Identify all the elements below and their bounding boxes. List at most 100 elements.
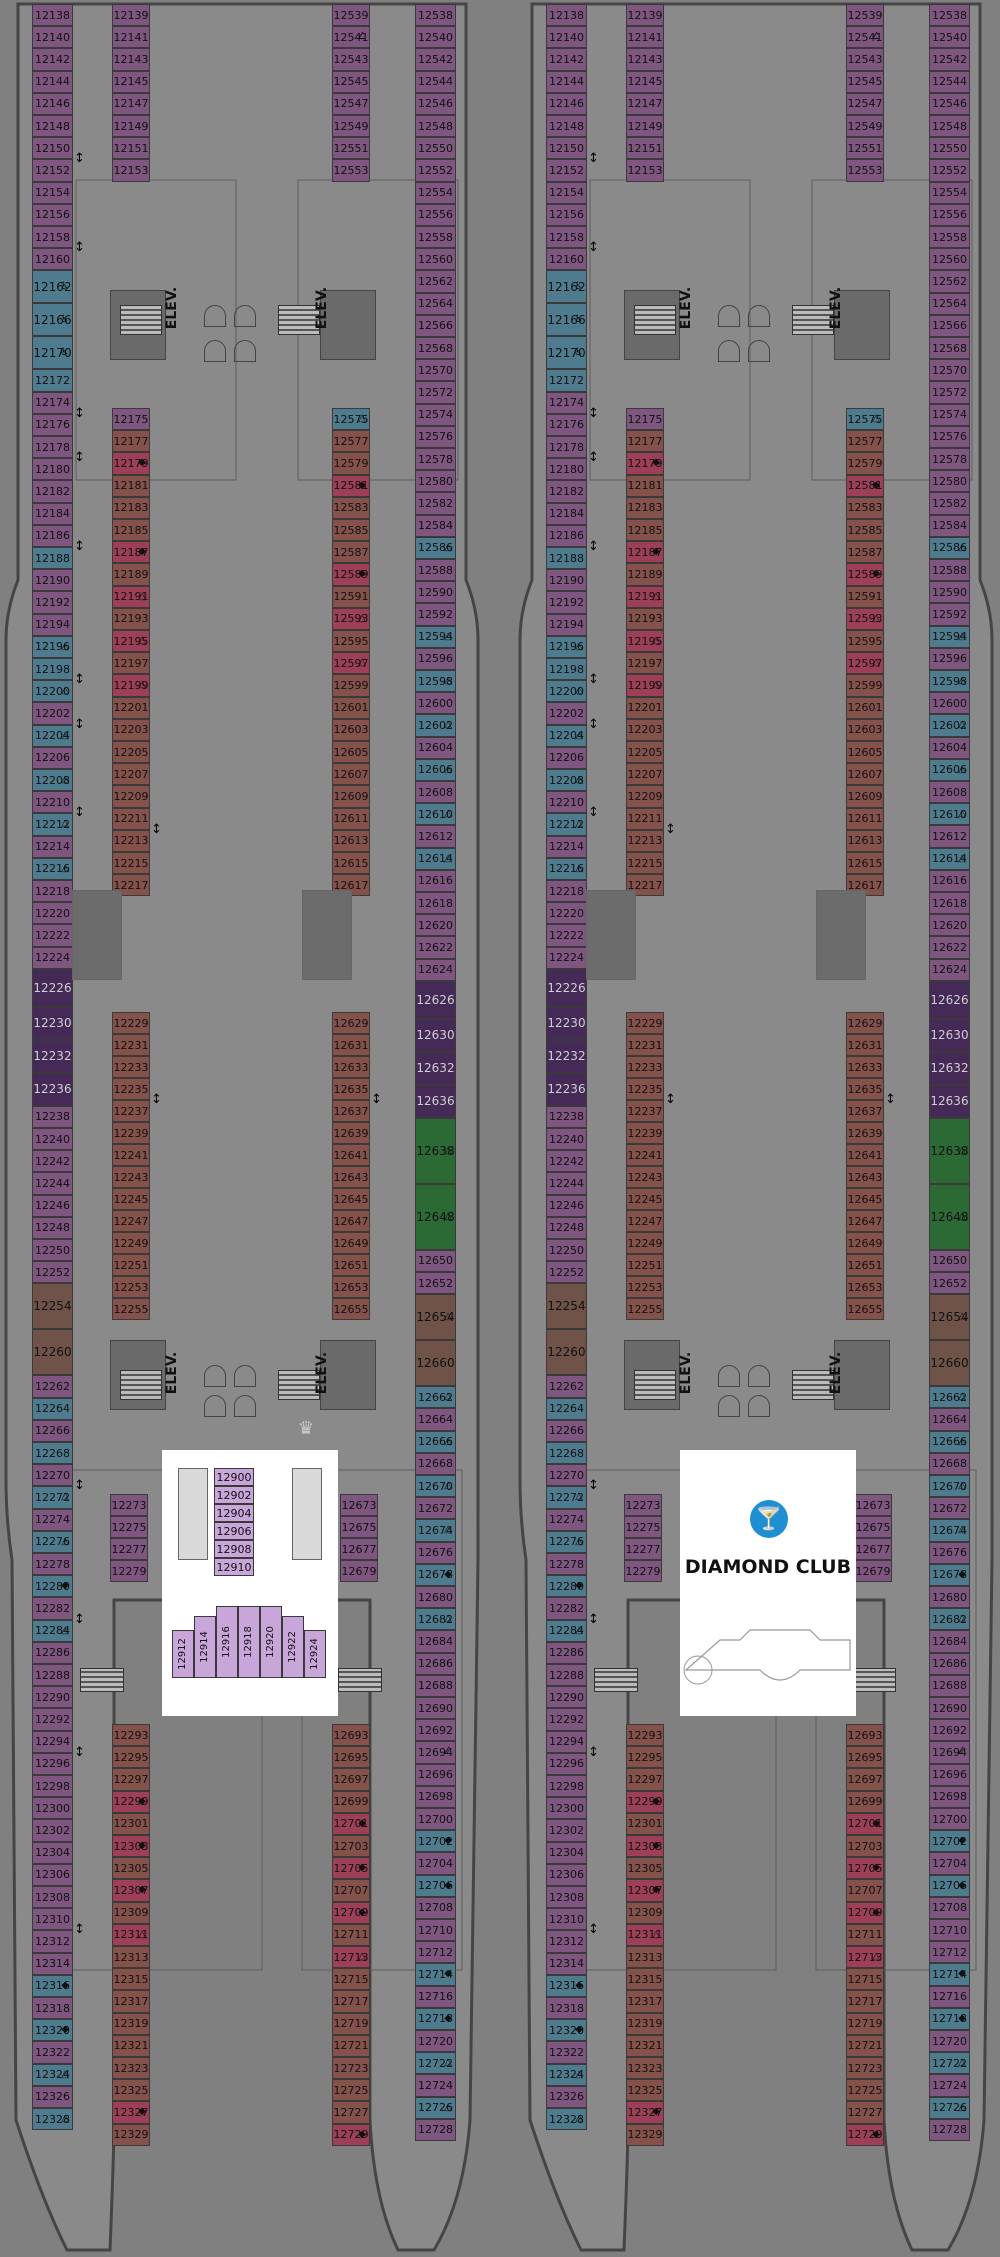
cabin-12245[interactable]: 12245 [626, 1188, 664, 1210]
cabin-12708[interactable]: 12708 [415, 1896, 456, 1919]
cabin-12293[interactable]: 12293 [112, 1724, 150, 1747]
cabin-12286[interactable]: 12286 [32, 1641, 73, 1664]
cabin-12660[interactable]: 12660 [415, 1340, 456, 1387]
cabin-12670[interactable]: 12670△ [415, 1475, 456, 1498]
cabin-12920[interactable]: 12920 [260, 1606, 282, 1678]
cabin-12327[interactable]: 12327◆ [112, 2101, 150, 2124]
cabin-12308[interactable]: 12308 [32, 1886, 73, 1909]
cabin-12191[interactable]: 12191△ [626, 585, 664, 608]
cabin-12199[interactable]: 12199△ [626, 674, 664, 697]
cabin-12649[interactable]: 12649 [332, 1232, 370, 1254]
cabin-12268[interactable]: 12268 [546, 1442, 587, 1465]
cabin-12192[interactable]: 12192 [32, 591, 73, 614]
cabin-12723[interactable]: 12723 [332, 2057, 370, 2080]
cabin-12249[interactable]: 12249 [112, 1232, 150, 1254]
cabin-12189[interactable]: 12189 [112, 563, 150, 586]
cabin-12208[interactable]: 12208△ [546, 769, 587, 792]
cabin-12150[interactable]: 12150 [32, 137, 73, 160]
cabin-12236[interactable]: 12236 [546, 1072, 587, 1106]
cabin-12698[interactable]: 12698 [415, 1785, 456, 1808]
cabin-12692[interactable]: 12692 [929, 1719, 970, 1742]
cabin-12601[interactable]: 12601 [846, 696, 884, 719]
cabin-12637[interactable]: 12637 [846, 1100, 884, 1122]
cabin-12268[interactable]: 12268 [32, 1442, 73, 1465]
cabin-12201[interactable]: 12201 [112, 696, 150, 719]
cabin-12297[interactable]: 12297 [626, 1768, 664, 1791]
cabin-12703[interactable]: 12703 [332, 1835, 370, 1858]
cabin-12674[interactable]: 12674△ [929, 1519, 970, 1542]
cabin-12247[interactable]: 12247 [112, 1210, 150, 1232]
cabin-12707[interactable]: 12707 [846, 1879, 884, 1902]
cabin-12303[interactable]: 12303◆ [626, 1835, 664, 1858]
cabin-12706[interactable]: 12706◆ [415, 1874, 456, 1897]
cabin-12568[interactable]: 12568 [415, 337, 456, 360]
cabin-12214[interactable]: 12214 [546, 835, 587, 858]
cabin-12608[interactable]: 12608 [415, 781, 456, 804]
cabin-12650[interactable]: 12650 [929, 1249, 970, 1272]
cabin-12591[interactable]: 12591 [846, 585, 884, 608]
cabin-12178[interactable]: 12178 [546, 436, 587, 459]
cabin-12172[interactable]: 12172 [32, 369, 73, 392]
cabin-12295[interactable]: 12295 [626, 1746, 664, 1769]
cabin-12668[interactable]: 12668 [415, 1452, 456, 1475]
cabin-12150[interactable]: 12150 [546, 137, 587, 160]
cabin-12255[interactable]: 12255 [112, 1298, 150, 1320]
cabin-12637[interactable]: 12637 [332, 1100, 370, 1122]
cabin-12712[interactable]: 12712 [415, 1941, 456, 1964]
cabin-12721[interactable]: 12721 [846, 2034, 884, 2057]
cabin-12196[interactable]: 12196△ [32, 635, 73, 658]
cabin-12148[interactable]: 12148 [32, 115, 73, 138]
cabin-12574[interactable]: 12574 [415, 403, 456, 426]
cabin-12696[interactable]: 12696 [929, 1763, 970, 1786]
cabin-12686[interactable]: 12686 [415, 1652, 456, 1675]
cabin-12582[interactable]: 12582 [415, 492, 456, 515]
cabin-12203[interactable]: 12203 [626, 718, 664, 741]
cabin-12141[interactable]: 12141 [112, 26, 150, 49]
cabin-12233[interactable]: 12233 [112, 1056, 150, 1078]
cabin-12305[interactable]: 12305 [626, 1857, 664, 1880]
cabin-12308[interactable]: 12308 [546, 1886, 587, 1909]
cabin-12580[interactable]: 12580 [929, 470, 970, 493]
cabin-12715[interactable]: 12715 [846, 1968, 884, 1991]
cabin-12240[interactable]: 12240 [546, 1128, 587, 1151]
cabin-12158[interactable]: 12158 [32, 226, 73, 249]
cabin-12546[interactable]: 12546 [929, 92, 970, 115]
cabin-12199[interactable]: 12199△ [112, 674, 150, 697]
cabin-12232[interactable]: 12232 [32, 1039, 73, 1073]
cabin-12229[interactable]: 12229 [112, 1012, 150, 1034]
cabin-12162[interactable]: 12162♿ [546, 270, 587, 304]
cabin-12724[interactable]: 12724 [415, 2074, 456, 2097]
cabin-12262[interactable]: 12262 [32, 1375, 73, 1398]
cabin-12545[interactable]: 12545 [332, 70, 370, 93]
cabin-12238[interactable]: 12238 [546, 1105, 587, 1128]
cabin-12610[interactable]: 12610△ [929, 803, 970, 826]
cabin-12202[interactable]: 12202 [546, 702, 587, 725]
cabin-12280[interactable]: 12280◆ [546, 1575, 587, 1598]
cabin-12276[interactable]: 12276△ [546, 1530, 587, 1553]
cabin-12718[interactable]: 12718◆ [415, 2007, 456, 2030]
cabin-12908[interactable]: 12908 [214, 1540, 254, 1558]
cabin-12239[interactable]: 12239 [112, 1122, 150, 1144]
cabin-12585[interactable]: 12585 [846, 519, 884, 542]
cabin-12272[interactable]: 12272△ [32, 1486, 73, 1509]
cabin-12246[interactable]: 12246 [32, 1194, 73, 1217]
cabin-12312[interactable]: 12312 [546, 1930, 587, 1953]
cabin-12314[interactable]: 12314 [32, 1952, 73, 1975]
cabin-12641[interactable]: 12641 [332, 1144, 370, 1166]
cabin-12274[interactable]: 12274 [546, 1508, 587, 1531]
cabin-12922[interactable]: 12922 [282, 1616, 304, 1678]
cabin-12138[interactable]: 12138 [546, 4, 587, 27]
cabin-12615[interactable]: 12615 [846, 852, 884, 875]
cabin-12182[interactable]: 12182 [32, 480, 73, 503]
cabin-12181[interactable]: 12181 [112, 474, 150, 497]
cabin-12325[interactable]: 12325 [626, 2079, 664, 2102]
cabin-12702[interactable]: 12702◆ [929, 1830, 970, 1853]
cabin-12186[interactable]: 12186 [546, 524, 587, 547]
cabin-12676[interactable]: 12676 [929, 1541, 970, 1564]
cabin-12633[interactable]: 12633 [846, 1056, 884, 1078]
cabin-12564[interactable]: 12564 [415, 292, 456, 315]
cabin-12235[interactable]: 12235 [626, 1078, 664, 1100]
cabin-12690[interactable]: 12690 [415, 1697, 456, 1720]
cabin-12641[interactable]: 12641 [846, 1144, 884, 1166]
cabin-12170[interactable]: 12170♿ [546, 336, 587, 370]
